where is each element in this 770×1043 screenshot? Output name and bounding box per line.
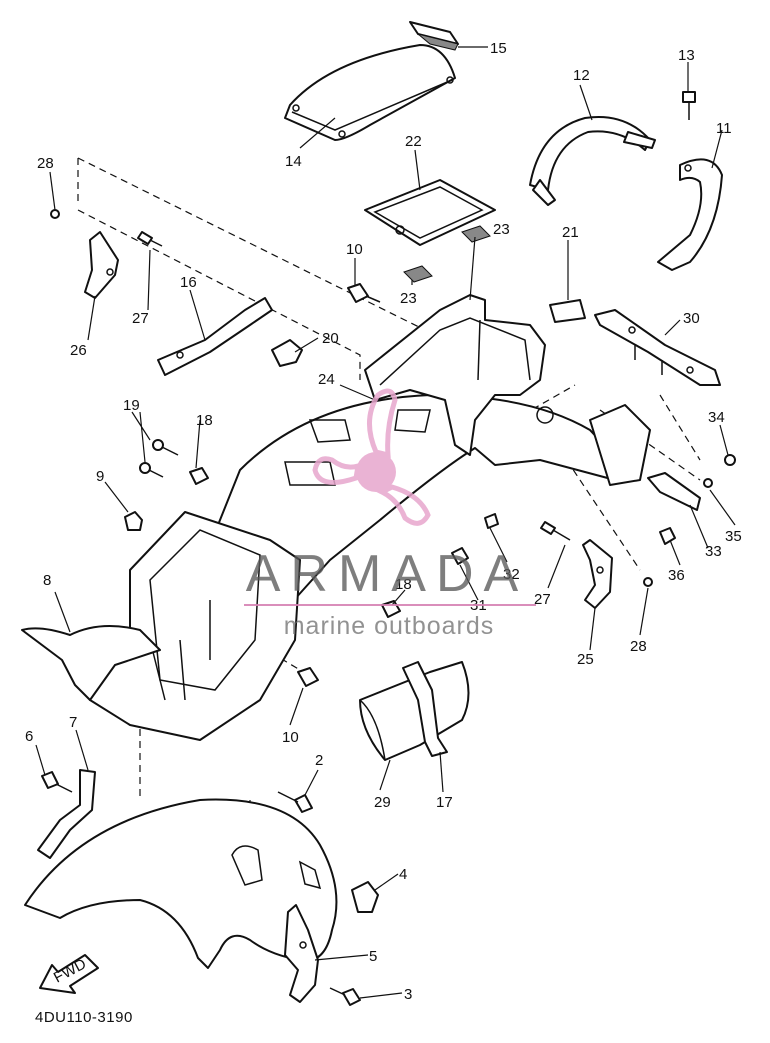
callout-15: 15 <box>490 40 507 57</box>
part-26-bracket <box>84 231 119 299</box>
callout-18-lower: 18 <box>395 576 412 593</box>
callout-7: 7 <box>69 714 77 731</box>
callout-25: 25 <box>577 651 594 668</box>
watermark-logo <box>312 388 431 526</box>
part-22-plate <box>364 179 496 246</box>
part-12-grab-rail <box>529 116 656 206</box>
callout-33: 33 <box>705 543 722 560</box>
part-20-clip <box>271 339 303 367</box>
part-25-bracket <box>582 539 613 609</box>
callout-36: 36 <box>668 567 685 584</box>
callout-26: 26 <box>70 342 87 359</box>
callout-19: 19 <box>123 397 140 414</box>
callout-21: 21 <box>562 224 579 241</box>
part-6-bolt <box>41 771 73 793</box>
callout-28-upper: 28 <box>37 155 54 172</box>
callout-13: 13 <box>678 47 695 64</box>
part-27-screws <box>137 231 571 541</box>
part-23-pads <box>403 225 491 283</box>
part-10-bolts <box>297 283 381 687</box>
parts-33-36 <box>647 454 736 545</box>
callout-2: 2 <box>315 752 323 769</box>
part-8-flap <box>21 625 161 701</box>
document-code: 4DU110-3190 <box>35 1009 133 1026</box>
callout-22: 22 <box>405 133 422 150</box>
callout-23-left: 23 <box>400 290 417 307</box>
callout-20: 20 <box>322 330 339 347</box>
part-2-bolt <box>277 791 313 813</box>
part-14-seat-cover <box>284 44 456 141</box>
part-number-callouts: 15 14 12 13 11 28 22 23 23 10 21 30 26 2… <box>25 40 742 1003</box>
part-5-bracket <box>284 904 319 1003</box>
callout-32: 32 <box>503 566 520 583</box>
callout-8: 8 <box>43 572 51 589</box>
callout-11: 11 <box>716 120 732 137</box>
callout-9: 9 <box>96 468 104 485</box>
callout-17: 17 <box>436 794 453 811</box>
part-4-grommet <box>351 881 379 913</box>
watermark-divider <box>244 604 536 606</box>
callout-10-lower: 10 <box>282 729 299 746</box>
callout-10-upper: 10 <box>346 241 363 258</box>
watermark-title: ARMADA <box>245 545 529 603</box>
callout-24: 24 <box>318 371 335 388</box>
callout-29: 29 <box>374 794 391 811</box>
callout-16: 16 <box>180 274 197 291</box>
part-28-washers <box>50 209 653 587</box>
callout-12: 12 <box>573 67 590 84</box>
callout-27-right: 27 <box>534 591 551 608</box>
callout-18-upper: 18 <box>196 412 213 429</box>
part-13-bolt <box>682 91 696 120</box>
leader-lines <box>35 46 736 999</box>
part-11-rail <box>657 158 723 271</box>
callout-35: 35 <box>725 528 742 545</box>
part-30-bracket <box>594 309 721 386</box>
part-16-stay <box>157 297 273 376</box>
parts-31-32-small <box>451 513 499 565</box>
callout-23-right: 23 <box>493 221 510 238</box>
callout-6: 6 <box>25 728 33 745</box>
callout-30: 30 <box>683 310 700 327</box>
callout-14: 14 <box>285 153 302 170</box>
callout-4: 4 <box>399 866 407 883</box>
part-29-tool-bag <box>359 661 470 761</box>
part-7-stay <box>37 769 96 859</box>
rear-fender-body <box>199 294 651 611</box>
watermark-subtitle: marine outboards <box>283 612 495 640</box>
part-19-bolts <box>139 439 179 478</box>
callout-28-lower: 28 <box>630 638 647 655</box>
part-15-strip <box>409 21 459 51</box>
part-9-nut <box>124 511 143 531</box>
callout-27-left: 27 <box>132 310 149 327</box>
part-17-strap <box>402 661 448 757</box>
fwd-direction-arrow: FWD <box>39 954 99 994</box>
part-3-bolt <box>329 987 361 1006</box>
callout-5: 5 <box>369 948 377 965</box>
callout-34: 34 <box>708 409 725 426</box>
callout-3: 3 <box>404 986 412 1003</box>
part-21-block <box>549 299 586 323</box>
